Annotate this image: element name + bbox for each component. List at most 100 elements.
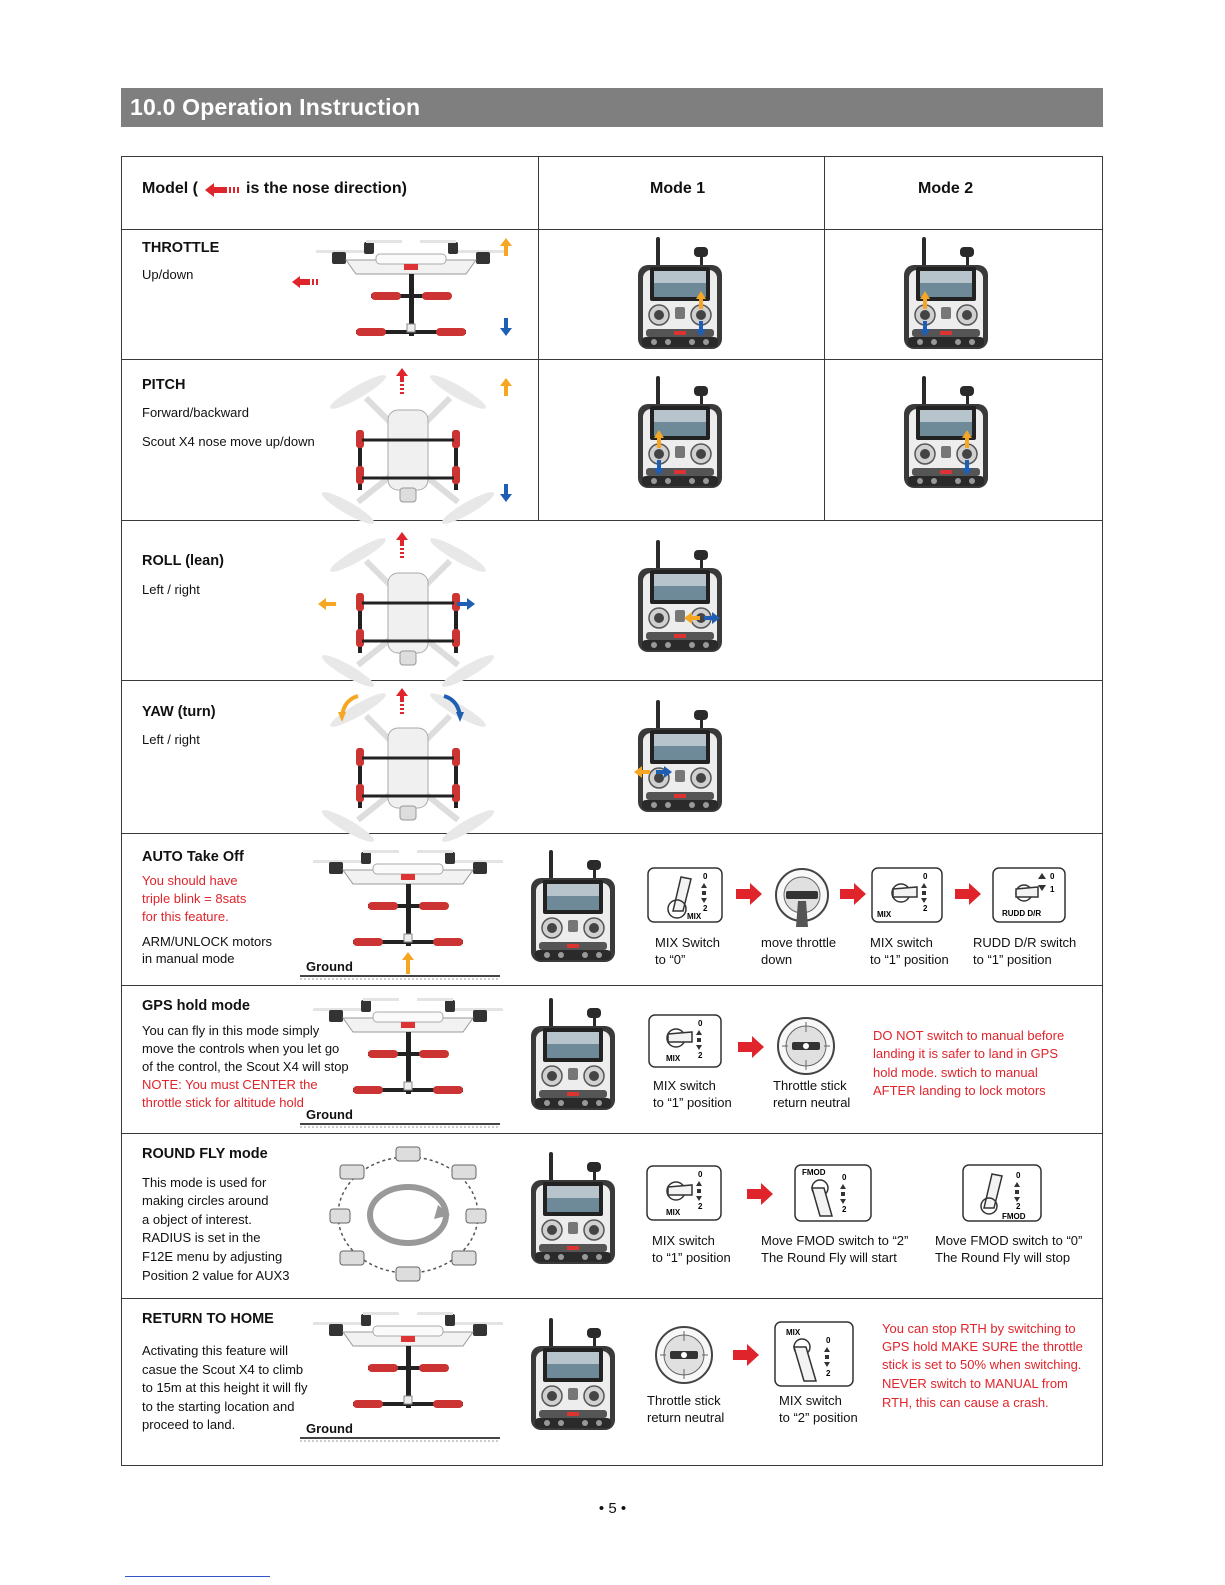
nose-arrow-icon xyxy=(292,276,318,288)
rth-warning-line: stick is set to 50% when switching. xyxy=(882,1357,1082,1372)
transmitter-icon xyxy=(903,236,989,350)
nose-direction-arrow-icon xyxy=(205,183,239,197)
round-step-3-line1: Move FMOD switch to “0” xyxy=(935,1233,1083,1248)
switch-pos-label: 0 xyxy=(842,1173,847,1182)
pitch-desc-1: Forward/backward xyxy=(142,405,249,420)
round-desc-line: Position 2 value for AUX3 xyxy=(142,1268,290,1283)
gps-warning-line: landing it is safer to land in GPS xyxy=(873,1046,1058,1061)
rth-warning-line: GPS hold MAKE SURE the throttle xyxy=(882,1339,1083,1354)
fmod-label: FMOD xyxy=(802,1168,826,1177)
transmitter-icon xyxy=(530,1317,616,1431)
switch-pos-label: 2 xyxy=(826,1369,831,1378)
round-desc-line: F12E menu by adjusting xyxy=(142,1249,283,1264)
arrow-down-icon xyxy=(500,484,512,502)
gps-step-2-line1: Throttle stick xyxy=(773,1078,847,1093)
instruction-table xyxy=(121,156,1103,1466)
switch-pos-label: 0 xyxy=(698,1019,703,1028)
ground-label: Ground xyxy=(306,1107,353,1122)
round-desc-line: a object of interest. xyxy=(142,1212,252,1227)
throttle-stick-neutral-icon xyxy=(777,1017,835,1075)
switch-pos-label: 1 xyxy=(1050,885,1055,894)
rth-step-1-line2: return neutral xyxy=(647,1410,725,1425)
takeoff-arrow-icon xyxy=(402,952,414,974)
pitch-desc-2: Scout X4 nose move up/down xyxy=(142,434,315,449)
row-divider xyxy=(121,833,1103,834)
round-desc-line: This mode is used for xyxy=(142,1175,267,1190)
mix-label: MIX xyxy=(687,912,702,921)
transmitter-icon xyxy=(634,699,723,813)
mix-label: MIX xyxy=(666,1208,681,1217)
drone-top-icon xyxy=(318,370,498,510)
auto-step-4-line2: to “1” position xyxy=(973,952,1052,967)
row-divider xyxy=(121,1133,1103,1134)
rotate-right-arrow-icon xyxy=(443,694,464,722)
gps-desc-line: move the controls when you let go xyxy=(142,1041,340,1056)
round-step-3-line2: The Round Fly will stop xyxy=(935,1250,1071,1265)
switch-pos-label: 2 xyxy=(842,1205,847,1214)
throttle-stick-neutral-icon xyxy=(655,1326,713,1384)
pitch-title: PITCH xyxy=(142,377,186,393)
transmitter-icon xyxy=(530,997,616,1111)
arrow-up-icon xyxy=(500,238,512,256)
auto-step-1-line1: MIX Switch xyxy=(655,935,721,950)
rudd-label: RUDD D/R xyxy=(1002,909,1041,918)
rth-step-2-line2: to “2” position xyxy=(779,1410,858,1425)
next-step-arrow-icon xyxy=(747,1183,773,1205)
auto-step-2-line2: down xyxy=(761,952,793,967)
switch-pos-label: 0 xyxy=(1050,872,1055,881)
auto-note-line: triple blink = 8sats xyxy=(142,891,247,906)
model-header-post: is the nose direction) xyxy=(246,180,407,197)
mix-label: MIX xyxy=(786,1328,801,1337)
nose-arrow-up-icon xyxy=(396,532,408,558)
transmitter-icon xyxy=(637,375,723,489)
round-step-1-line2: to “1” position xyxy=(652,1250,731,1265)
row-divider xyxy=(121,520,1103,521)
mix-switch-pos1-icon: 0 2 MIX xyxy=(646,1165,722,1221)
auto-step-4-line1: RUDD D/R switch xyxy=(973,935,1077,950)
auto-step-3-line2: to “1” position xyxy=(870,952,949,967)
rth-desc-line: to 15m at this height it will fly xyxy=(142,1380,308,1395)
gps-step-1-line1: MIX switch xyxy=(653,1078,716,1093)
mix-switch-pos1-icon: 0 2 MIX xyxy=(648,1014,722,1068)
round-fly-circle-icon xyxy=(329,1146,487,1282)
roll-title: ROLL (lean) xyxy=(142,553,224,569)
column-divider xyxy=(824,156,825,520)
gps-desc-line: You can fly in this mode simply xyxy=(142,1023,320,1038)
fmod-switch-pos2-icon: FMOD 0 2 xyxy=(794,1164,872,1222)
column-divider xyxy=(538,156,539,520)
round-step-1-line1: MIX switch xyxy=(652,1233,715,1248)
arrow-left-icon xyxy=(318,598,336,610)
switch-pos-label: 2 xyxy=(923,904,928,913)
rth-desc-line: to the starting location and xyxy=(142,1399,295,1414)
gps-step-1-line2: to “1” position xyxy=(653,1095,732,1110)
rth-title: RETURN TO HOME xyxy=(142,1311,274,1327)
mix-switch-pos0-icon: 0 2 MIX xyxy=(647,867,723,923)
mode1-header: Mode 1 xyxy=(650,180,706,197)
switch-pos-label: 2 xyxy=(698,1202,703,1211)
fmod-switch-pos0-icon: 0 2 FMOD xyxy=(962,1164,1042,1222)
page-number: • 5 • xyxy=(598,1500,627,1517)
section-title: 10.0 Operation Instruction xyxy=(130,94,421,120)
row-divider xyxy=(121,985,1103,986)
roll-desc: Left / right xyxy=(142,582,200,597)
auto-desc-line: ARM/UNLOCK motors xyxy=(142,934,273,949)
round-desc-line: making circles around xyxy=(142,1193,269,1208)
rotate-left-arrow-icon xyxy=(338,694,359,722)
next-step-arrow-icon xyxy=(955,883,981,905)
yaw-title: YAW (turn) xyxy=(142,704,216,720)
round-title: ROUND FLY mode xyxy=(142,1146,268,1162)
throttle-title: THROTTLE xyxy=(142,240,220,256)
auto-step-3-line1: MIX switch xyxy=(870,935,933,950)
rth-step-1-line1: Throttle stick xyxy=(647,1393,721,1408)
mode2-header: Mode 2 xyxy=(918,180,974,197)
gps-desc-line: of the control, the Scout X4 will stop xyxy=(142,1059,349,1074)
arrow-right-icon xyxy=(457,598,475,610)
next-step-arrow-icon xyxy=(733,1344,759,1366)
mix-switch-pos1-icon: 0 2 MIX xyxy=(871,867,943,923)
arrow-up-icon xyxy=(500,378,512,396)
section-header: 10.0 Operation Instruction xyxy=(121,88,1103,127)
rudd-dr-switch-pos1-icon: 0 1 RUDD D/R xyxy=(992,867,1066,923)
auto-note-line: You should have xyxy=(142,873,238,888)
fmod-label: FMOD xyxy=(1002,1212,1026,1221)
mix-label: MIX xyxy=(666,1054,681,1063)
